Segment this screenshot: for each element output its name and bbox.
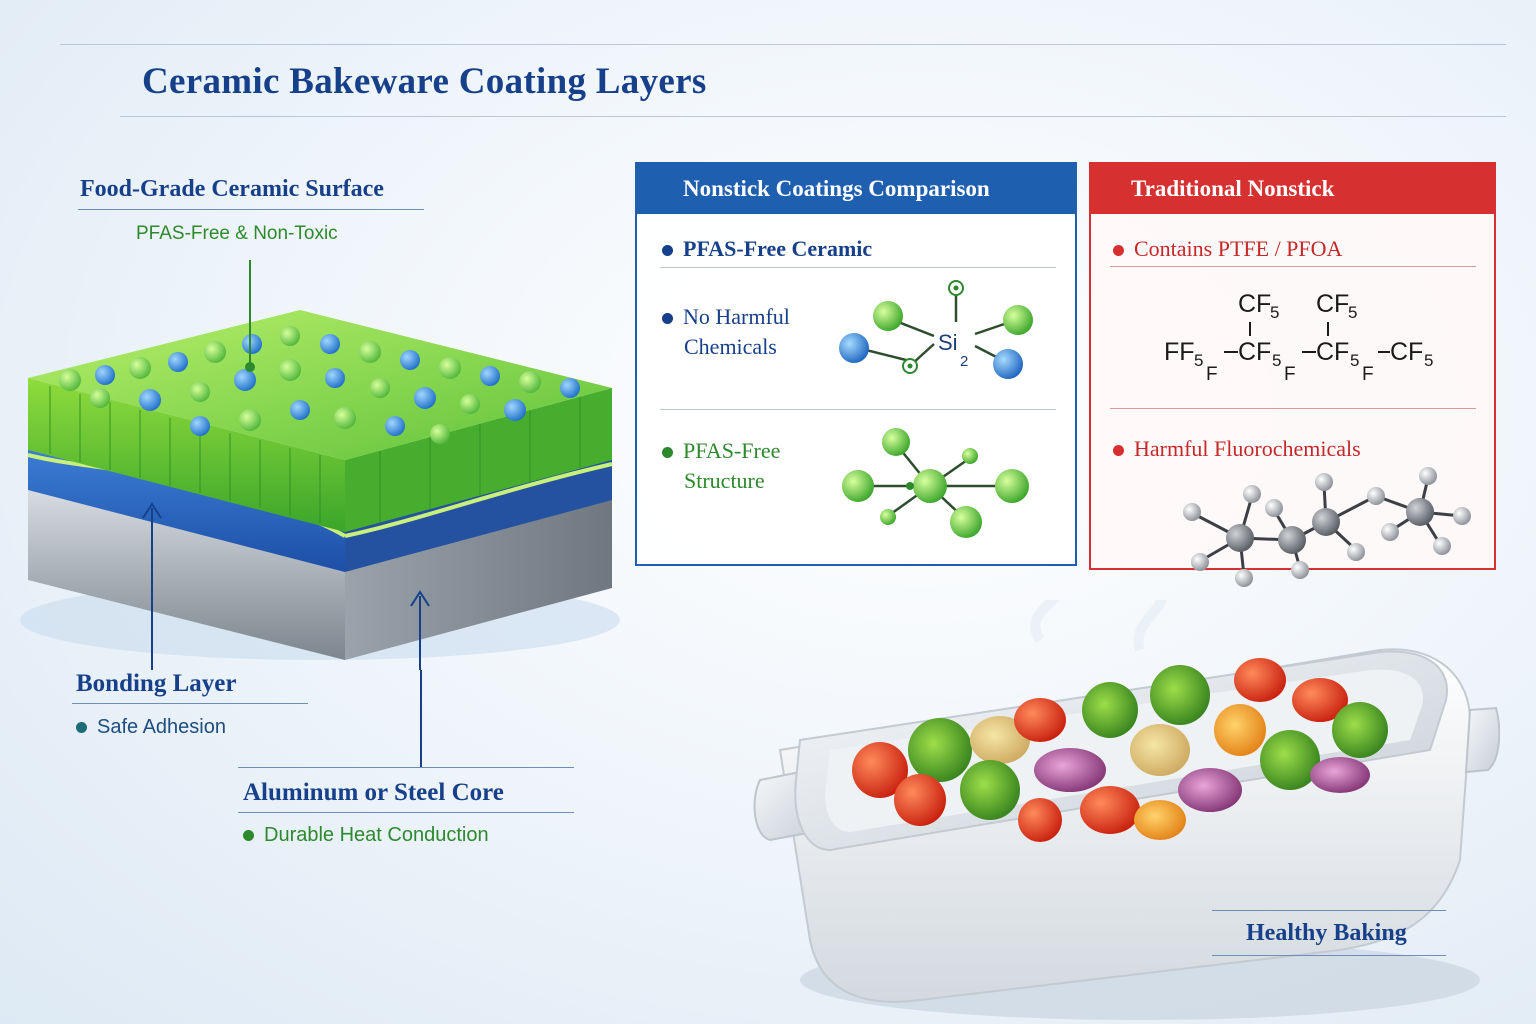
caption-bottom-rule xyxy=(1212,955,1446,956)
comparison-item-ceramic: PFAS-Free Ceramic xyxy=(662,236,872,262)
comparison-rule-1 xyxy=(660,267,1056,268)
structure-line2: Structure xyxy=(684,468,765,493)
no-harmful-line1: No Harmful xyxy=(683,304,790,329)
traditional-rule-2 xyxy=(1110,408,1476,409)
cf5-top-2-sub: 5 xyxy=(1348,303,1357,322)
traditional-item-ptfe: Contains PTFE / PFOA xyxy=(1113,236,1342,262)
surface-label-rule xyxy=(78,209,424,210)
ptfe-item-text: Contains PTFE / PFOA xyxy=(1134,236,1343,261)
fluoro-item-text: Harmful Fluorochemicals xyxy=(1134,436,1361,461)
surface-label: Food-Grade Ceramic Surface xyxy=(80,176,384,202)
ff-start: FF xyxy=(1164,338,1195,366)
si-subscript: 2 xyxy=(960,353,968,370)
cf5-mid-1: CF xyxy=(1238,338,1271,366)
comparison-item-structure: PFAS-Free Structure xyxy=(662,436,780,496)
comparison-header: Nonstick Coatings Comparison xyxy=(637,164,1075,214)
f-2: F xyxy=(1284,364,1296,385)
silica-molecule-icon: Si 2 xyxy=(839,280,1033,379)
traditional-rule-1 xyxy=(1110,266,1476,267)
f-1: F xyxy=(1206,364,1218,385)
bonding-label: Bonding Layer xyxy=(76,670,237,697)
core-note: Durable Heat Conduction xyxy=(243,824,489,847)
fluoro-bullet-icon xyxy=(1113,445,1124,457)
structure-bullet-icon xyxy=(662,447,673,459)
fluorochemical-molecule-icon xyxy=(1183,467,1471,587)
dish-caption: Healthy Baking xyxy=(1246,920,1407,946)
bonding-note: Safe Adhesion xyxy=(76,716,226,739)
bonding-label-rule xyxy=(72,703,308,704)
cf5-end: CF xyxy=(1390,338,1423,366)
traditional-header: Traditional Nonstick xyxy=(1091,164,1494,214)
core-top-rule xyxy=(238,767,574,768)
top-rule xyxy=(60,44,1506,45)
coating-layers-illustration xyxy=(20,260,620,670)
cf5-mid-2-sub: 5 xyxy=(1350,351,1359,370)
cf5-mid-2: CF xyxy=(1316,338,1349,366)
cf5-mid-1-sub: 5 xyxy=(1272,351,1281,370)
baking-dish-illustration xyxy=(753,600,1500,1020)
comparison-item-no-harmful: No Harmful Chemicals xyxy=(662,302,790,362)
bonding-bullet-icon xyxy=(76,722,87,734)
si-symbol: Si xyxy=(938,330,958,355)
bonding-note-text: Safe Adhesion xyxy=(97,716,226,738)
ff-sub: 5 xyxy=(1194,351,1203,370)
cf5-top-1-sub: 5 xyxy=(1270,303,1279,322)
traditional-item-fluoro: Harmful Fluorochemicals xyxy=(1113,436,1361,462)
cf5-top-1: CF xyxy=(1238,290,1271,318)
core-arrow-stem xyxy=(420,670,422,768)
surface-note: PFAS-Free & Non-Toxic xyxy=(136,223,338,244)
page-title: Ceramic Bakeware Coating Layers xyxy=(142,61,707,102)
core-label: Aluminum or Steel Core xyxy=(243,779,504,806)
title-underline xyxy=(120,116,1506,117)
core-note-text: Durable Heat Conduction xyxy=(264,824,489,846)
ptfe-bullet-icon xyxy=(1113,245,1124,257)
core-bullet-icon xyxy=(243,830,254,842)
ceramic-bullet-icon xyxy=(662,245,673,257)
no-harmful-line2: Chemicals xyxy=(684,334,777,359)
comparison-rule-2 xyxy=(660,409,1056,410)
cf5-end-sub: 5 xyxy=(1424,351,1433,370)
ptfe-formula: CF 5 CF 5 FF 5 F CF 5 F CF 5 F CF 5 xyxy=(1164,290,1433,385)
ceramic-item-text: PFAS-Free Ceramic xyxy=(683,236,873,261)
pfas-free-structure-icon xyxy=(842,428,1029,538)
caption-top-rule xyxy=(1212,910,1446,911)
structure-line1: PFAS-Free xyxy=(683,438,781,463)
f-3: F xyxy=(1362,364,1374,385)
no-harmful-bullet-icon xyxy=(662,313,673,325)
cf5-top-2: CF xyxy=(1316,290,1349,318)
core-label-rule xyxy=(238,812,574,813)
